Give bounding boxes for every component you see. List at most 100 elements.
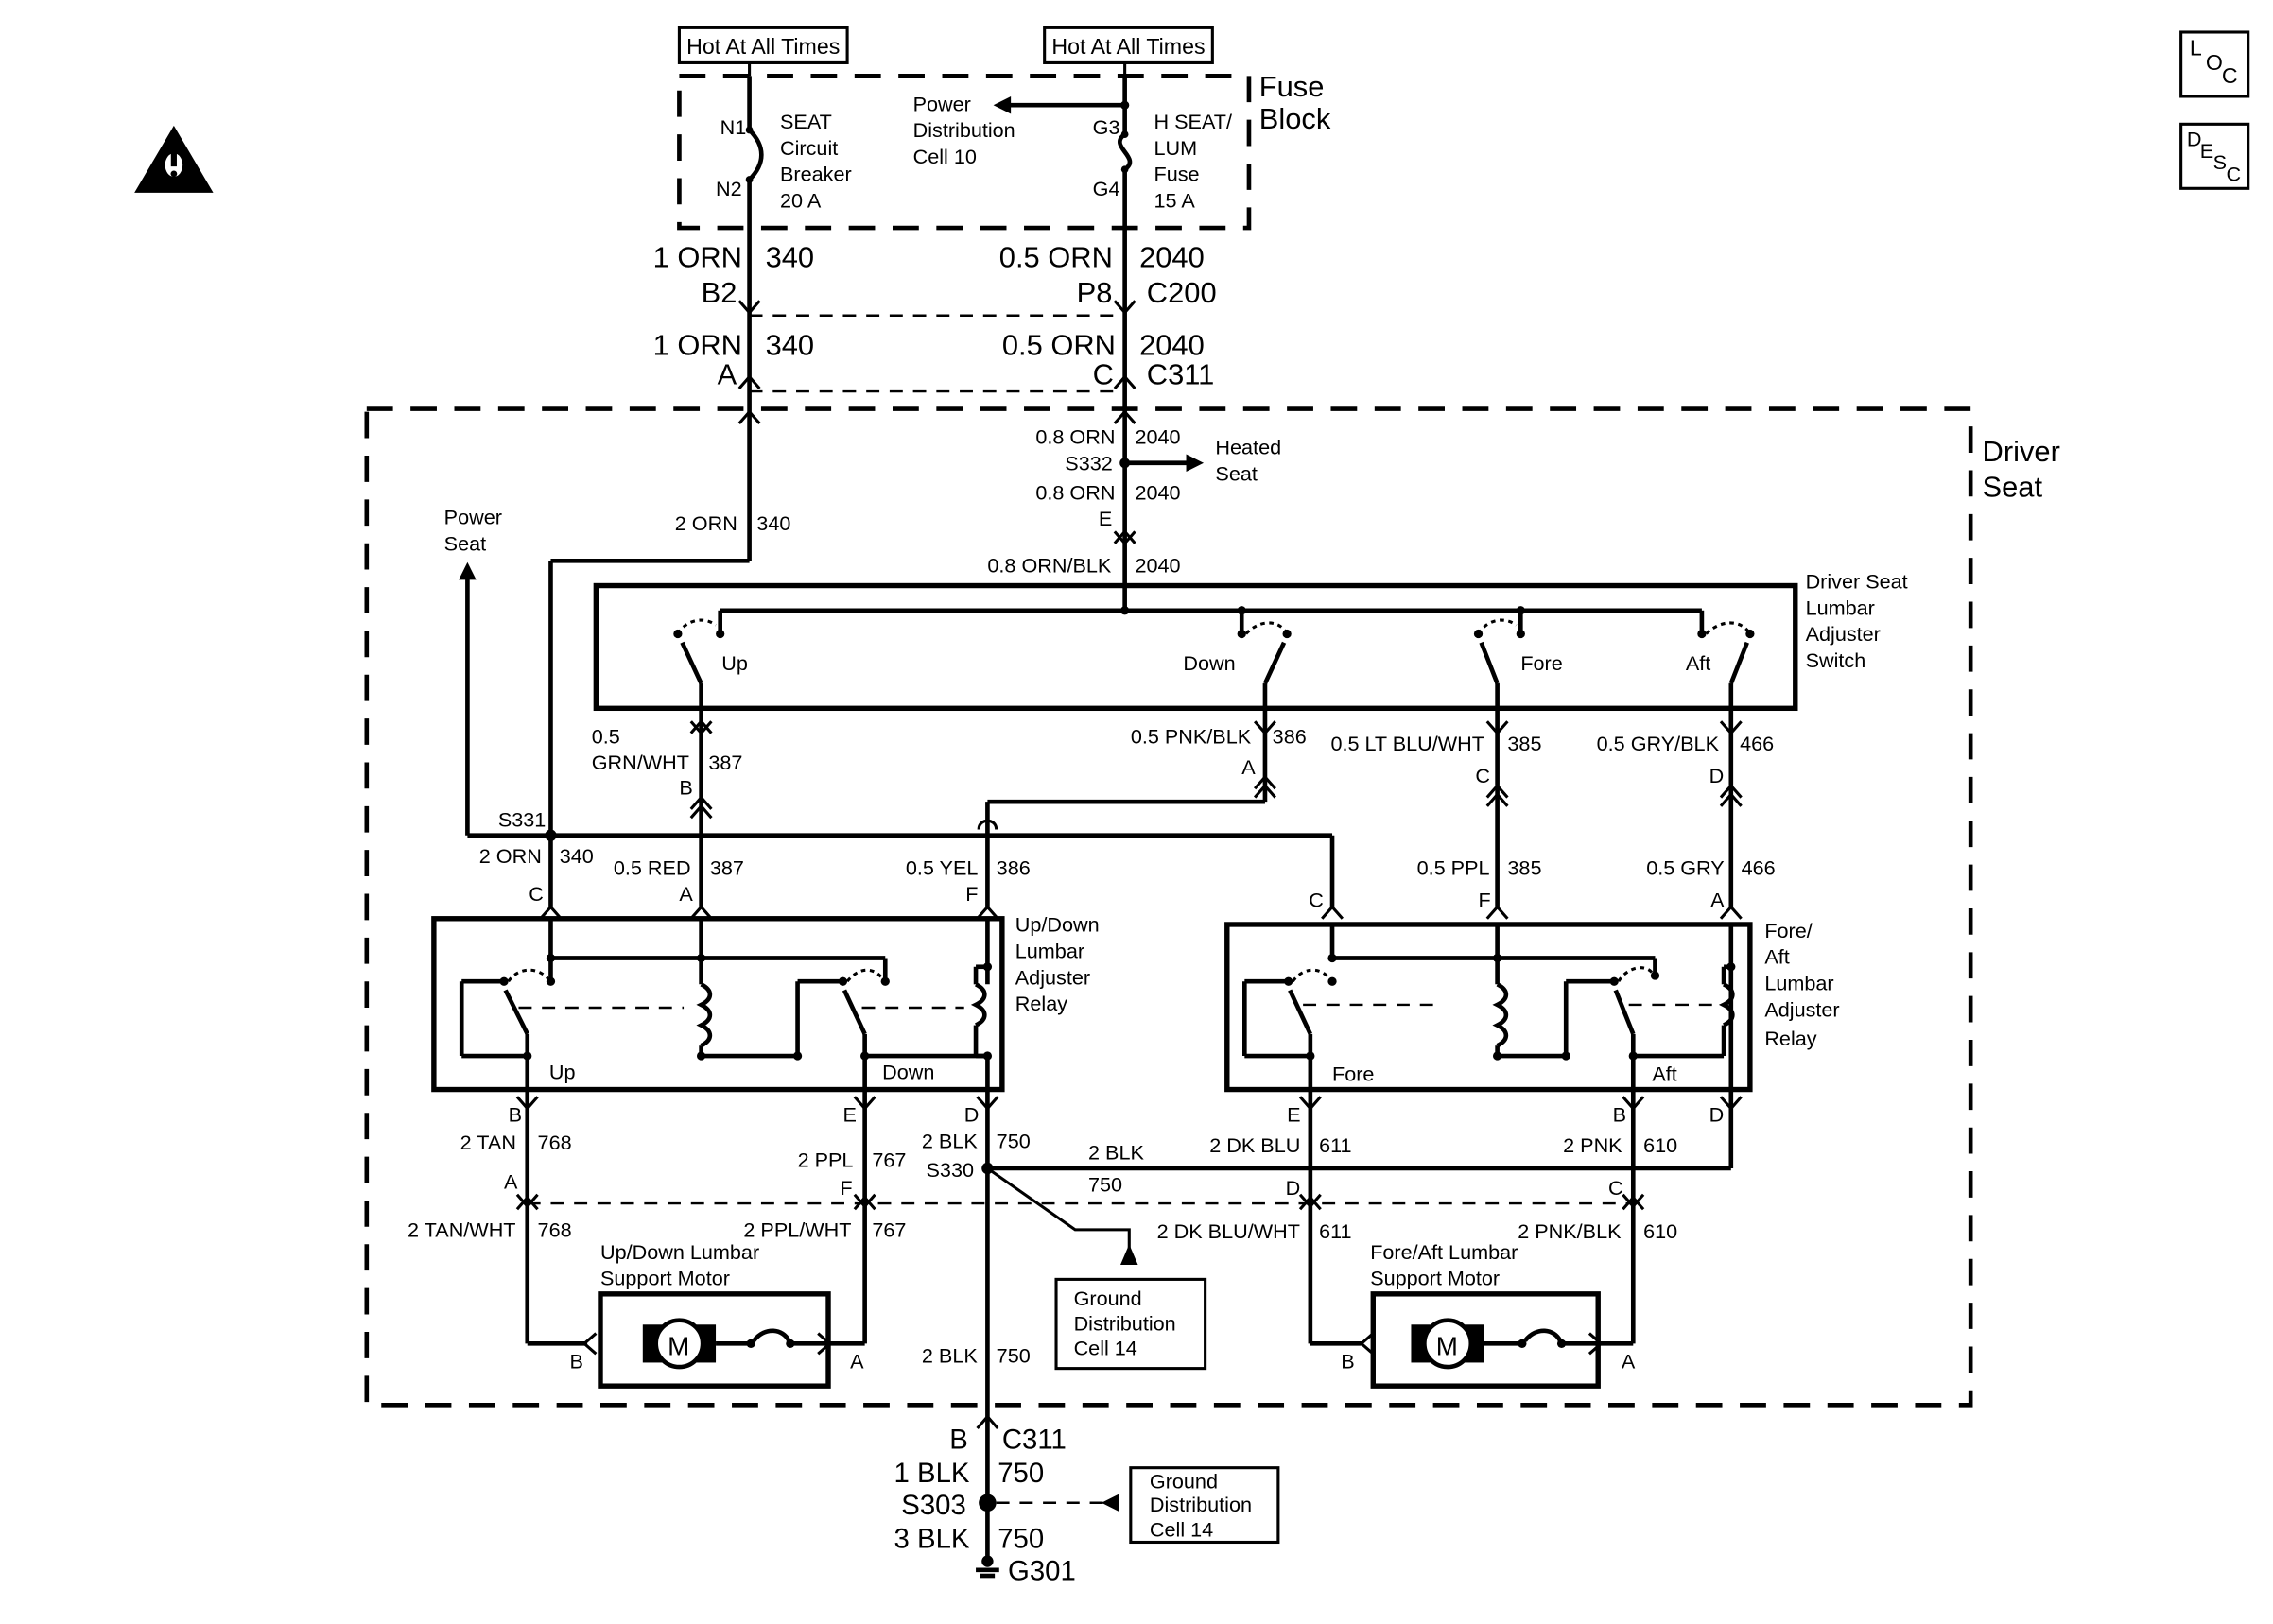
ground-path-bottom: 2 BLK 750 B C311 1 BLK 750 S303 3 BLK 75… (894, 1343, 1076, 1586)
location-view-icon[interactable]: L O C (2179, 30, 2250, 98)
svg-text:C: C (1309, 888, 1324, 911)
svg-text:Heated: Heated (1215, 435, 1281, 458)
svg-text:Fore: Fore (1520, 651, 1562, 675)
svg-text:C311: C311 (1002, 1425, 1067, 1456)
svg-text:1 ORN: 1 ORN (653, 328, 742, 361)
hot-at-all-times-right: Hot At All Times (1043, 26, 1214, 64)
svg-text:Down: Down (882, 1061, 934, 1084)
svg-text:Down: Down (1183, 651, 1235, 675)
svg-text:768: 768 (538, 1218, 572, 1242)
svg-text:2 ORN: 2 ORN (675, 511, 737, 535)
svg-text:0.5 YEL: 0.5 YEL (906, 855, 978, 879)
svg-text:SEAT: SEAT (780, 110, 832, 133)
svg-text:P8: P8 (1077, 276, 1113, 309)
svg-text:2040: 2040 (1135, 425, 1180, 449)
updown-lumbar-support-motor: Up/Down Lumbar Support Motor M B A (527, 1240, 865, 1389)
updown-lumbar-relay: Up/Down Lumbar Adjuster Relay (431, 913, 1100, 1093)
svg-text:A: A (504, 1170, 518, 1194)
svg-text:Relay: Relay (1015, 992, 1067, 1015)
svg-text:0.5 GRY: 0.5 GRY (1646, 855, 1724, 879)
svg-text:Aft: Aft (1652, 1062, 1676, 1085)
svg-text:466: 466 (1740, 732, 1774, 755)
svg-text:340: 340 (766, 328, 815, 361)
svg-text:D: D (2187, 127, 2202, 150)
svg-text:F: F (1479, 888, 1491, 911)
svg-text:L: L (2190, 36, 2202, 60)
description-view-icon[interactable]: D E S C (2179, 122, 2250, 190)
svg-text:2040: 2040 (1139, 328, 1205, 361)
svg-text:2 BLK: 2 BLK (1088, 1141, 1144, 1165)
driver-seat-boundary: Driver Seat (364, 406, 2060, 1408)
svg-text:0.5 GRY/BLK: 0.5 GRY/BLK (1597, 732, 1720, 755)
svg-text:A: A (1622, 1350, 1636, 1373)
svg-text:Support Motor: Support Motor (600, 1267, 730, 1290)
svg-text:385: 385 (1507, 855, 1541, 879)
svg-text:Aft: Aft (1686, 651, 1710, 675)
svg-text:2 BLK: 2 BLK (922, 1129, 978, 1152)
svg-text:Seat: Seat (1215, 461, 1257, 485)
svg-text:2 PPL: 2 PPL (798, 1148, 854, 1171)
svg-text:Fore: Fore (1332, 1062, 1374, 1085)
svg-text:386: 386 (997, 855, 1031, 879)
svg-text:20 A: 20 A (780, 188, 822, 212)
svg-text:F: F (840, 1176, 852, 1200)
power-seat-reference[interactable]: Power Seat (444, 506, 551, 838)
svg-text:S: S (2213, 150, 2227, 174)
svg-text:F: F (965, 882, 978, 906)
svg-text:Distribution: Distribution (1150, 1493, 1252, 1516)
svg-text:2 TAN: 2 TAN (460, 1131, 516, 1154)
svg-text:Driver: Driver (1983, 435, 2060, 468)
svg-text:611: 611 (1319, 1133, 1351, 1157)
svg-text:0.5 PNK/BLK: 0.5 PNK/BLK (1131, 724, 1252, 748)
svg-text:G4: G4 (1093, 177, 1120, 200)
power-distribution-reference[interactable]: Power Distribution Cell 10 (913, 92, 1125, 168)
lumbar-adjuster-switch: Driver Seat Lumbar Adjuster Switch Up Do… (593, 570, 1908, 712)
svg-text:1 ORN: 1 ORN (653, 241, 742, 274)
svg-text:768: 768 (538, 1131, 572, 1154)
svg-text:Cell 14: Cell 14 (1074, 1337, 1137, 1360)
relay-output-arrows (515, 1096, 1743, 1211)
ground-distribution-mid-reference[interactable]: Ground Distribution Cell 14 (986, 1166, 1207, 1371)
svg-text:E: E (1287, 1103, 1300, 1127)
svg-text:C311: C311 (1147, 357, 1215, 390)
svg-text:D: D (1709, 764, 1725, 787)
svg-text:O: O (2206, 50, 2223, 75)
svg-text:750: 750 (1088, 1173, 1122, 1197)
svg-text:A: A (679, 882, 693, 906)
svg-text:2 PNK: 2 PNK (1563, 1133, 1622, 1157)
lower-wire-labels: B 2 TAN 768 A E 2 PPL 767 F D 2 BLK 750 … (408, 1103, 1724, 1244)
warning-icon[interactable] (134, 125, 214, 193)
svg-text:Block: Block (1259, 102, 1331, 135)
svg-text:0.5 RED: 0.5 RED (614, 855, 691, 879)
svg-text:C: C (1475, 764, 1490, 787)
splice-s332: 0.8 ORN 2040 S332 0.8 ORN 2040 E (1035, 425, 1180, 531)
splice-s330: S330 (927, 1158, 994, 1182)
svg-text:385: 385 (1507, 732, 1541, 755)
svg-text:B: B (949, 1425, 968, 1456)
svg-text:LUM: LUM (1154, 136, 1198, 160)
svg-text:2040: 2040 (1139, 241, 1205, 274)
svg-text:C200: C200 (1147, 276, 1217, 309)
svg-text:0.8 ORN: 0.8 ORN (1035, 480, 1115, 504)
hseat-lum-fuse: G3 G4 H SEAT/ LUM Fuse 15 A (1093, 76, 1232, 229)
svg-text:0.5 PPL: 0.5 PPL (1417, 855, 1490, 879)
svg-text:GRN/WHT: GRN/WHT (592, 751, 689, 774)
svg-text:Power: Power (913, 92, 971, 115)
svg-text:C: C (2222, 63, 2238, 88)
svg-text:2 ORN: 2 ORN (479, 844, 542, 868)
svg-text:Adjuster: Adjuster (1806, 622, 1881, 646)
connector-c200: 1 ORN 340 B2 0.5 ORN 2040 P8 C200 (653, 241, 1217, 309)
svg-text:A: A (718, 357, 737, 390)
svg-text:C: C (1608, 1176, 1623, 1200)
heated-seat-reference[interactable]: Heated Seat (1124, 435, 1281, 485)
svg-text:2 DK BLU: 2 DK BLU (1209, 1133, 1300, 1157)
svg-text:Cell 10: Cell 10 (913, 145, 977, 168)
ground-distribution-bottom-reference[interactable]: Ground Distribution Cell 14 (996, 1466, 1280, 1545)
svg-text:G301: G301 (1008, 1556, 1076, 1587)
svg-text:Driver Seat: Driver Seat (1806, 570, 1908, 594)
seat-circuit-breaker: N1 N2 SEAT Circuit Breaker 20 A (716, 76, 852, 229)
middle-wire-labels: 2 ORN 340 C 0.5 RED 387 A 0.5 YEL 386 F … (479, 844, 1776, 911)
svg-text:Power: Power (444, 506, 502, 529)
svg-text:611: 611 (1319, 1219, 1351, 1243)
svg-text:2 BLK: 2 BLK (922, 1343, 978, 1367)
